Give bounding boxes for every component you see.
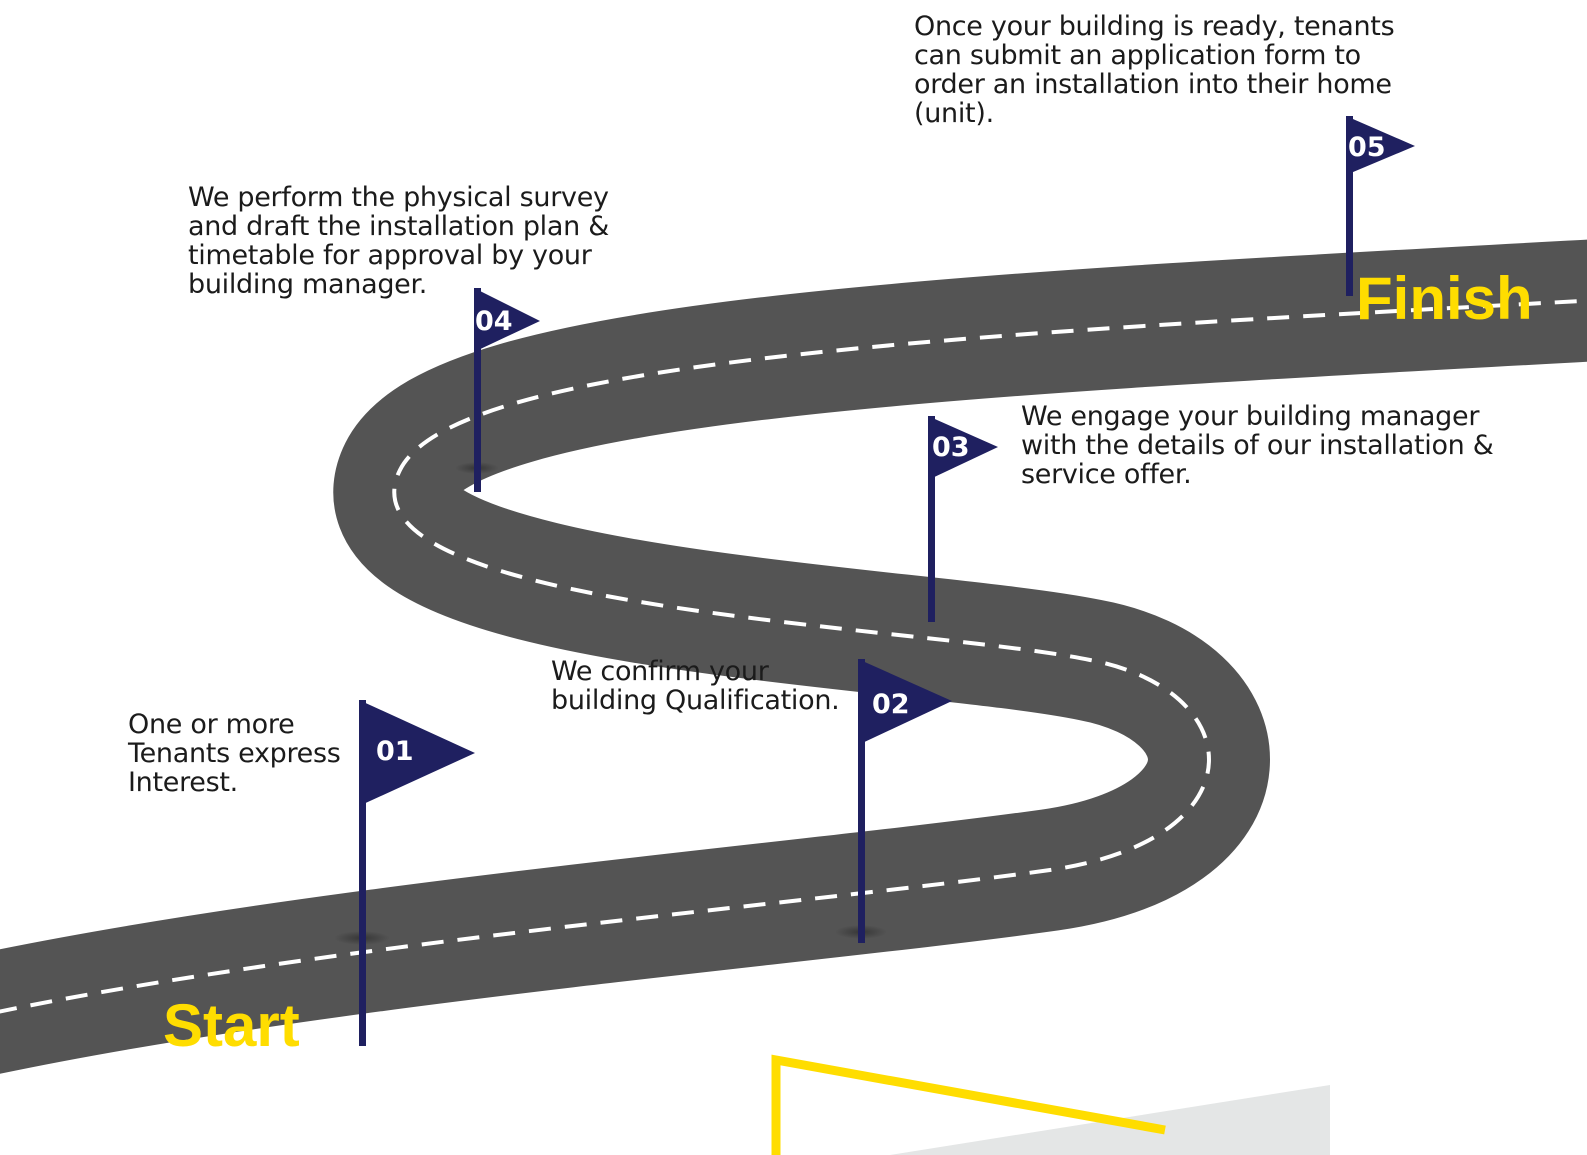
flag-banner [928,416,998,480]
flag-pole [928,416,935,622]
flag-banner [359,700,475,806]
flag-pole [858,659,865,943]
flag-04: 04 [455,288,540,492]
flag-number: 02 [872,689,910,720]
flag-number: 01 [376,736,414,767]
start-label: Start [163,992,300,1059]
step-01-text: One or more Tenants express Interest. [128,709,341,798]
flag-pole [1346,116,1353,296]
flag-pole [359,700,366,1046]
step-05-text: Once your building is ready, tenants can… [914,11,1395,129]
road [0,233,1587,1080]
flag-number: 03 [932,432,970,463]
flag-number: 04 [475,306,513,337]
flag-banner [858,659,952,745]
road-center-line [0,298,1587,1014]
flag-banner [1346,116,1415,175]
step-03-text: We engage your building manager with the… [1021,401,1494,490]
bottom-decoration [771,1054,1330,1155]
flag-03: 03 [928,416,998,622]
step-02-text: We confirm your building Qualification. [551,656,840,716]
finish-label: Finish [1356,265,1533,332]
flag-02: 02 [835,659,952,943]
flag-pole [474,288,481,492]
flag-banner [474,288,540,352]
flag-05: 05 [1346,116,1415,296]
flag-01: 01 [334,700,475,1046]
flag-number: 05 [1348,132,1386,163]
yellow-frame [771,1054,1166,1155]
step-04-text: We perform the physical survey and draft… [188,182,609,300]
